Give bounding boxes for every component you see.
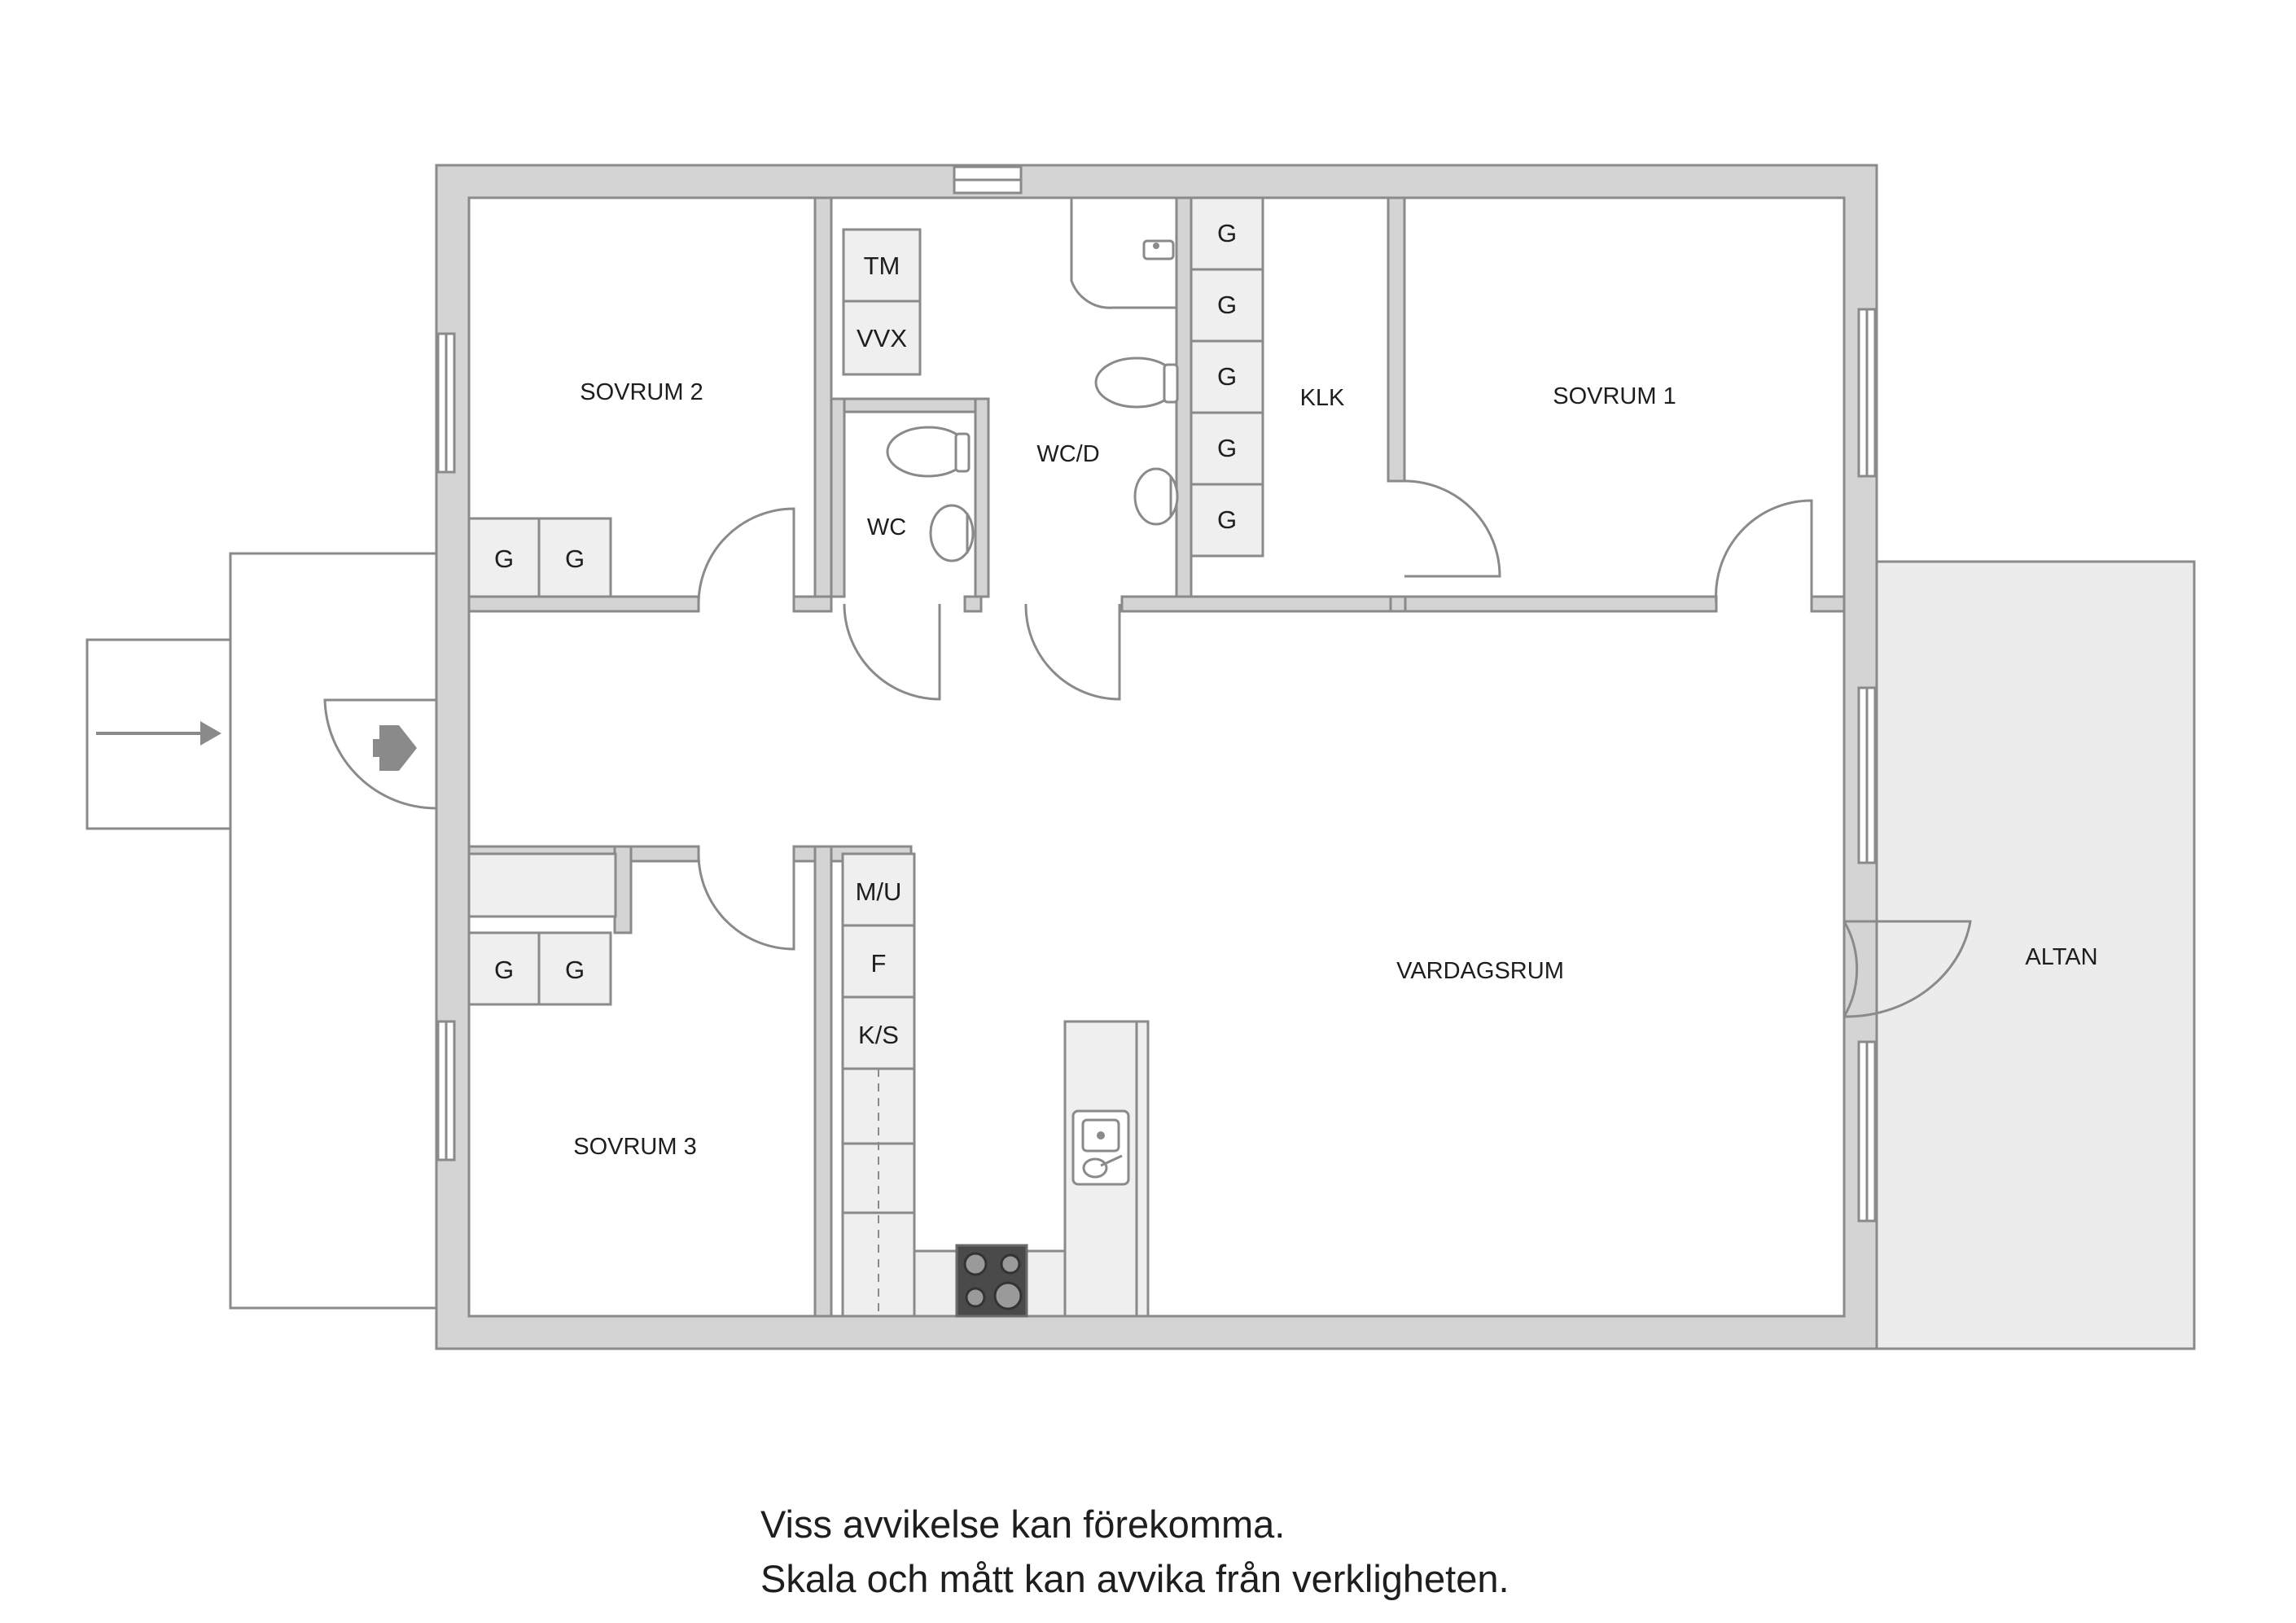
- toilet-icon: [1094, 357, 1179, 409]
- outer-walls: [435, 164, 1878, 1350]
- garderob-sovrum2-2: [537, 517, 612, 598]
- room-label-klk: KLK: [1300, 385, 1345, 411]
- garderob-label: G: [494, 545, 514, 573]
- room-label-wcd: WC/D: [1036, 441, 1099, 467]
- stove-icon: [955, 1244, 1028, 1318]
- sink-icon: [1133, 467, 1179, 526]
- garderob-sovrum2-1: [467, 517, 541, 598]
- garderob-label: G: [1217, 219, 1237, 247]
- wash-basin-icon: [1142, 239, 1175, 260]
- garderob-sovrum3-2: [537, 931, 612, 1006]
- garderob-label: G: [1217, 434, 1237, 462]
- ks-label: K/S: [858, 1021, 899, 1049]
- tm-label: TM: [864, 252, 900, 280]
- porch: [229, 552, 438, 1310]
- vvx-cabinet: [842, 300, 922, 376]
- vvx-label: VVX: [857, 324, 907, 352]
- room-label-sovrum3: SOVRUM 3: [573, 1134, 696, 1160]
- room-label-wc: WC: [867, 514, 906, 540]
- windows: [436, 165, 1877, 1223]
- disclaimer-line-1: Viss avvikelse kan förekomma.: [760, 1503, 1286, 1546]
- entrance-arrow-icon: [96, 721, 221, 746]
- room-label-sovrum1: SOVRUM 1: [1553, 383, 1676, 409]
- garderob-label: G: [494, 956, 514, 984]
- kitchen: [841, 852, 1150, 1318]
- doors: [323, 479, 1972, 1018]
- klk-wardrobes: [1190, 196, 1264, 558]
- room-label-vardagsrum: VARDAGSRUM: [1396, 958, 1564, 984]
- garderob-label: G: [1217, 291, 1237, 319]
- garderob-label: G: [1217, 505, 1237, 534]
- entry-door-arrow-icon: [373, 725, 417, 771]
- garderob-label: G: [1217, 362, 1237, 391]
- storage-shelf: [467, 852, 617, 918]
- garderob-label: G: [565, 956, 585, 984]
- shower-enclosure: [1070, 198, 1176, 309]
- disclaimer-line-2: Skala och mått kan avvika från verklighe…: [760, 1557, 1509, 1600]
- garderob-label: G: [565, 545, 585, 573]
- f-label: F: [871, 949, 887, 978]
- altan-deck: [1875, 560, 2196, 1350]
- sink-icon: [929, 504, 975, 562]
- room-label-altan: ALTAN: [2025, 944, 2097, 970]
- toilet-icon: [886, 426, 971, 478]
- mu-label: M/U: [856, 877, 902, 906]
- room-label-sovrum2: SOVRUM 2: [580, 379, 703, 405]
- tm-cabinet: [842, 228, 922, 303]
